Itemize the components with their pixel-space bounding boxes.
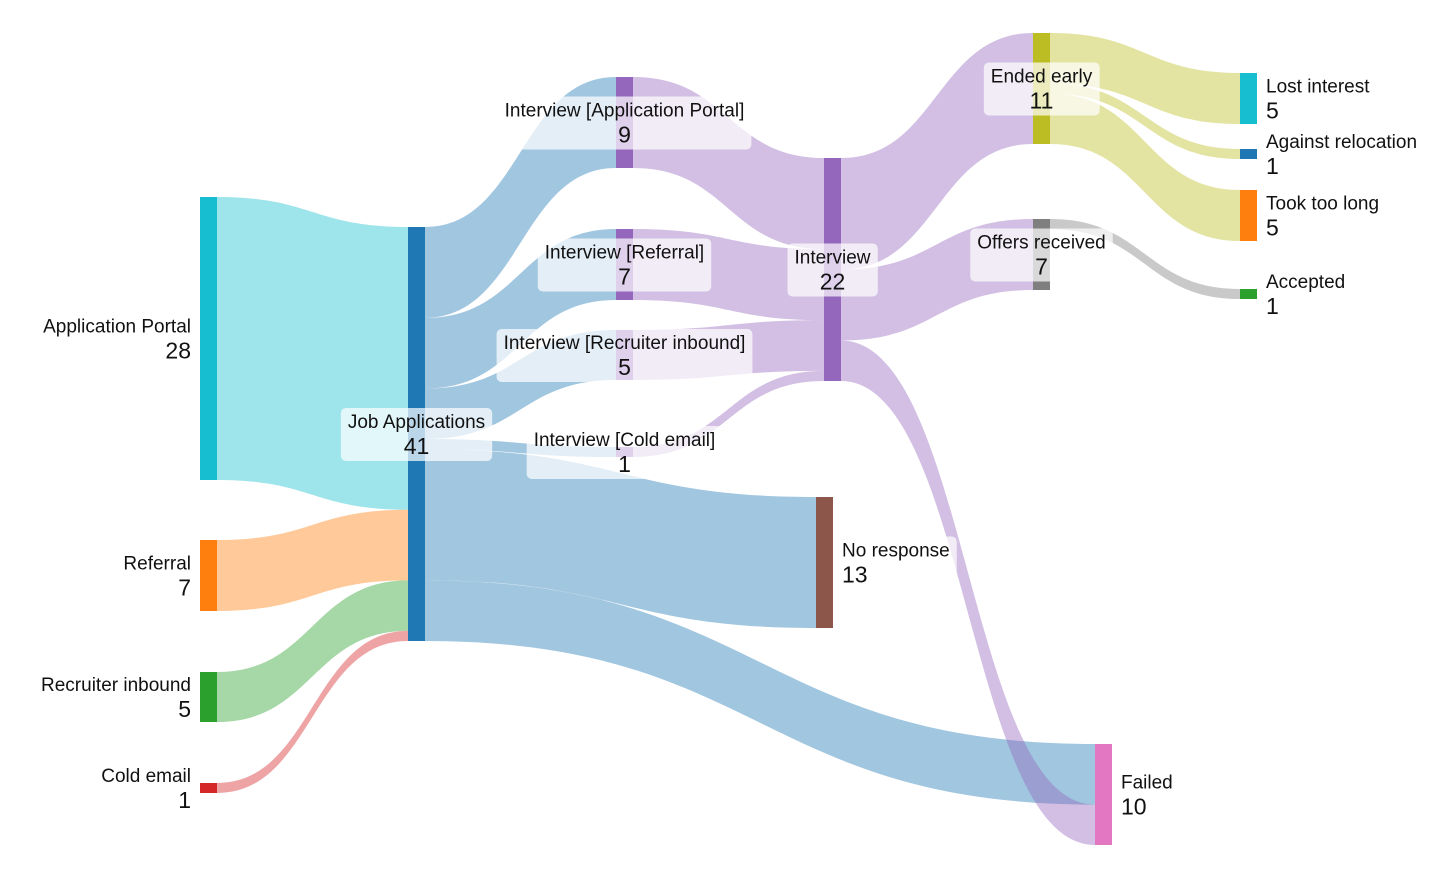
node-name: Offers received: [977, 233, 1105, 254]
node-lost: [1240, 73, 1257, 124]
node-failed: [1095, 744, 1112, 845]
node-name: Interview [Application Portal]: [505, 101, 745, 122]
node-value: 41: [404, 433, 430, 459]
node-value: 7: [618, 264, 631, 290]
link-icold-to-int: [633, 370, 824, 457]
node-value: 5: [178, 696, 191, 722]
node-value: 7: [1035, 254, 1048, 280]
link-ended-to-took: [1050, 93, 1240, 241]
node-noresp: [816, 497, 833, 628]
node-label-irec: Interview [Recruiter inbound]5: [496, 329, 753, 382]
node-name: Against relocation: [1266, 132, 1417, 153]
node-name: Interview [Referral]: [545, 243, 704, 264]
label-background: [496, 329, 753, 382]
link-int-to-failed: [841, 340, 1095, 845]
node-value: 1: [1266, 153, 1279, 179]
node-acc: [1240, 289, 1257, 299]
node-name: Interview [Recruiter inbound]: [504, 333, 746, 354]
node-name: No response: [842, 541, 950, 562]
node-name: Cold email: [101, 766, 191, 787]
link-ref-to-job: [217, 509, 408, 611]
node-value: 22: [820, 269, 846, 295]
node-value: 28: [165, 338, 191, 364]
node-name: Referral: [123, 554, 191, 575]
node-name: Took too long: [1266, 194, 1379, 215]
label-background: [340, 408, 493, 461]
label-background: [970, 228, 1113, 282]
node-name: Ended early: [991, 67, 1093, 88]
link-app-to-job: [217, 197, 408, 510]
label-background: [526, 426, 723, 479]
node-value: 13: [842, 562, 868, 588]
label-background: [787, 243, 878, 297]
node-value: 5: [1266, 215, 1279, 241]
label-background: [983, 62, 1100, 116]
link-job-to-failed: [425, 580, 1095, 805]
label-background: [537, 238, 712, 292]
node-value: 7: [178, 575, 191, 601]
node-value: 5: [1266, 98, 1279, 124]
label-background: [497, 96, 752, 150]
node-name: Failed: [1121, 773, 1173, 794]
node-against: [1240, 149, 1257, 159]
node-name: Application Portal: [43, 317, 191, 338]
link-job-to-noresp: [425, 449, 816, 628]
node-name: Interview: [794, 248, 870, 269]
node-label-iref: Interview [Referral]7: [537, 238, 712, 292]
node-name: Recruiter inbound: [41, 675, 191, 696]
node-app: [200, 197, 217, 480]
link-cold-to-job: [217, 630, 408, 793]
node-cold: [200, 783, 217, 793]
node-value: 1: [618, 451, 631, 477]
node-name: Job Applications: [348, 412, 485, 433]
node-value: 11: [1030, 88, 1054, 114]
node-value: 1: [1266, 293, 1279, 319]
label-background: [835, 536, 957, 590]
node-took: [1240, 190, 1257, 241]
node-value: 5: [618, 354, 631, 380]
node-value: 10: [1121, 794, 1147, 820]
node-name: Accepted: [1266, 272, 1345, 293]
node-rec: [200, 672, 217, 722]
node-label-icold: Interview [Cold email]1: [526, 426, 723, 479]
node-name: Interview [Cold email]: [534, 430, 716, 451]
node-label-iapp: Interview [Application Portal]9: [497, 96, 752, 150]
node-name: Lost interest: [1266, 77, 1370, 98]
node-ref: [200, 540, 217, 611]
link-offers-to-acc: [1050, 219, 1240, 299]
node-value: 1: [178, 787, 191, 813]
link-ended-to-against: [1050, 83, 1240, 159]
node-value: 9: [618, 122, 631, 148]
link-rec-to-job: [217, 580, 408, 722]
link-ended-to-lost: [1050, 33, 1240, 124]
